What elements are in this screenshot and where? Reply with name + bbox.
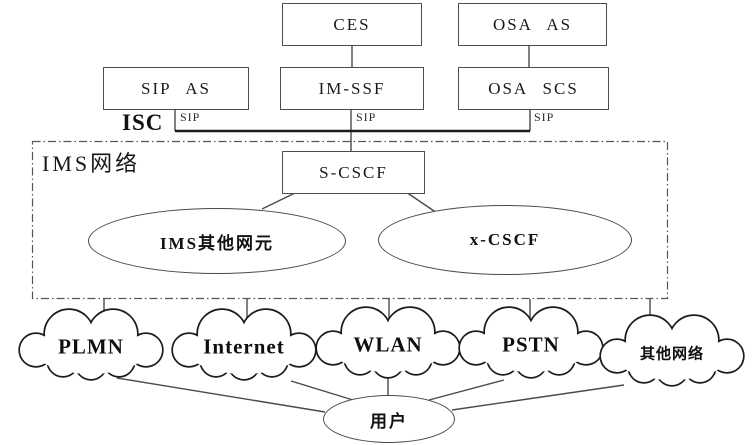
node-ims-other-elements: IMS其他网元: [88, 208, 346, 274]
edge-plmn-user: [116, 377, 326, 413]
cloud-wlan-label: WLAN: [353, 332, 423, 357]
node-osa-as: OSA AS: [458, 3, 607, 46]
node-ces-label: CES: [333, 14, 371, 34]
cloud-plmn-label: PLMN: [58, 334, 124, 359]
node-s-cscf: S-CSCF: [282, 151, 425, 194]
ims-region-border: [31, 140, 669, 300]
edge-pstn-user: [428, 379, 505, 401]
ims-region-title: IMS网络: [42, 151, 141, 176]
edge-othernet-user: [451, 384, 625, 411]
node-im-ssf: IM-SSF: [280, 67, 424, 110]
sip-interface-label-2: SIP: [356, 110, 377, 124]
edge-internet-user: [290, 380, 354, 401]
node-sip-as-label: SIP AS: [141, 78, 211, 98]
sip-interface-label-1: SIP: [180, 110, 201, 124]
node-user: 用户: [323, 395, 455, 443]
sip-interface-label-3: SIP: [534, 110, 555, 124]
edge-scscf-imsother: [261, 191, 298, 210]
node-sip-as: SIP AS: [103, 67, 249, 110]
node-user-label: 用户: [370, 411, 408, 431]
node-osa-scs-label: OSA SCS: [488, 78, 579, 98]
node-x-cscf: x-CSCF: [378, 205, 632, 275]
cloud-pstn-label: PSTN: [502, 332, 560, 357]
cloud-internet-label: Internet: [203, 334, 285, 359]
isc-interface-label: ISC: [122, 110, 164, 135]
edge-scscf-xcscf: [405, 191, 438, 214]
node-ces: CES: [282, 3, 422, 46]
node-im-ssf-label: IM-SSF: [318, 78, 386, 98]
node-ims-other-elements-label: IMS其他网元: [159, 233, 275, 253]
cloud-othernet-label: 其他网络: [639, 346, 705, 363]
node-osa-as-label: OSA AS: [492, 14, 573, 34]
node-x-cscf-label: x-CSCF: [469, 230, 541, 249]
node-osa-scs: OSA SCS: [458, 67, 609, 110]
node-s-cscf-label: S-CSCF: [319, 162, 388, 182]
